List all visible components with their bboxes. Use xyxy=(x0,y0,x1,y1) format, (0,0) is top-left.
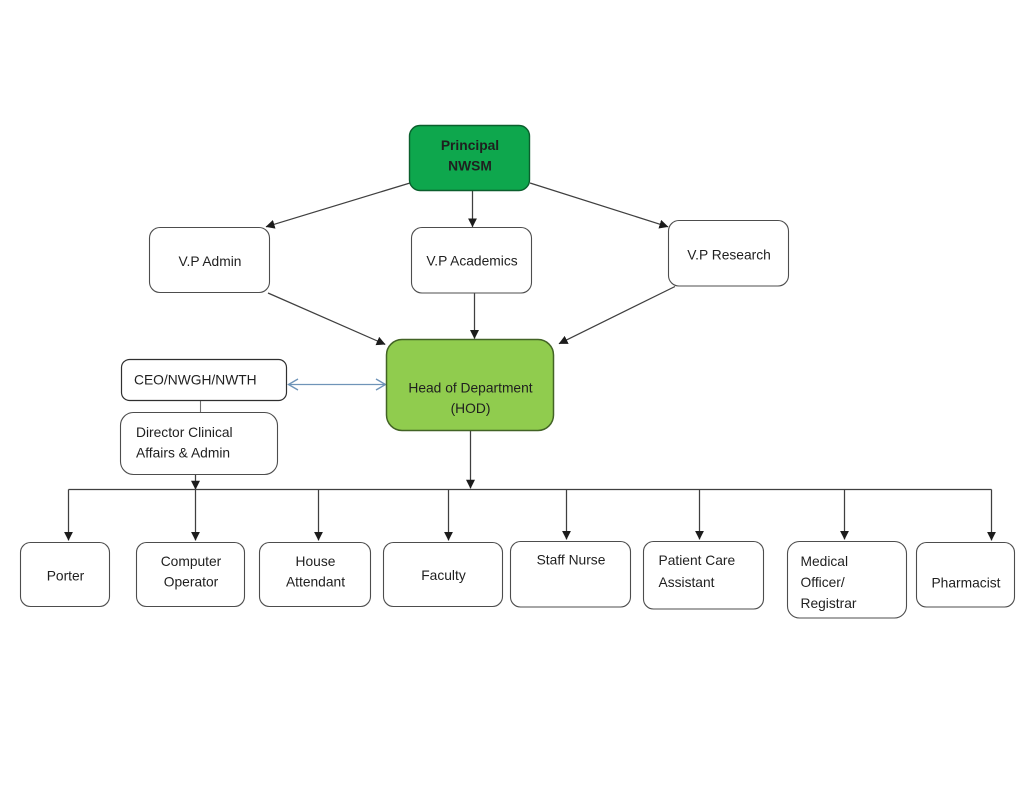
svg-text:Principal: Principal xyxy=(441,138,499,153)
svg-text:Staff Nurse: Staff Nurse xyxy=(537,553,606,568)
svg-text:Faculty: Faculty xyxy=(421,568,466,583)
svg-text:Registrar: Registrar xyxy=(801,596,857,611)
svg-text:(HOD): (HOD) xyxy=(451,401,491,416)
svg-text:Operator: Operator xyxy=(164,575,219,590)
svg-text:Affairs & Admin: Affairs & Admin xyxy=(136,446,230,461)
svg-text:Pharmacist: Pharmacist xyxy=(931,576,1000,591)
svg-text:Patient Care: Patient Care xyxy=(659,553,736,568)
svg-text:Director Clinical: Director Clinical xyxy=(136,425,233,440)
svg-text:Head of Department: Head of Department xyxy=(408,381,532,396)
svg-text:Porter: Porter xyxy=(47,569,85,584)
svg-text:Computer: Computer xyxy=(161,554,222,569)
svg-text:House: House xyxy=(296,554,336,569)
svg-text:NWSM: NWSM xyxy=(448,159,492,174)
svg-text:V.P Research: V.P Research xyxy=(687,248,771,263)
svg-text:Medical: Medical xyxy=(801,554,849,569)
svg-text:Attendant: Attendant xyxy=(286,575,345,590)
svg-text:CEO/NWGH/NWTH: CEO/NWGH/NWTH xyxy=(134,373,257,388)
svg-text:Assistant: Assistant xyxy=(659,575,715,590)
svg-text:Officer/: Officer/ xyxy=(801,575,845,590)
svg-text:V.P Admin: V.P Admin xyxy=(179,254,242,269)
svg-text:V.P Academics: V.P Academics xyxy=(426,254,517,269)
